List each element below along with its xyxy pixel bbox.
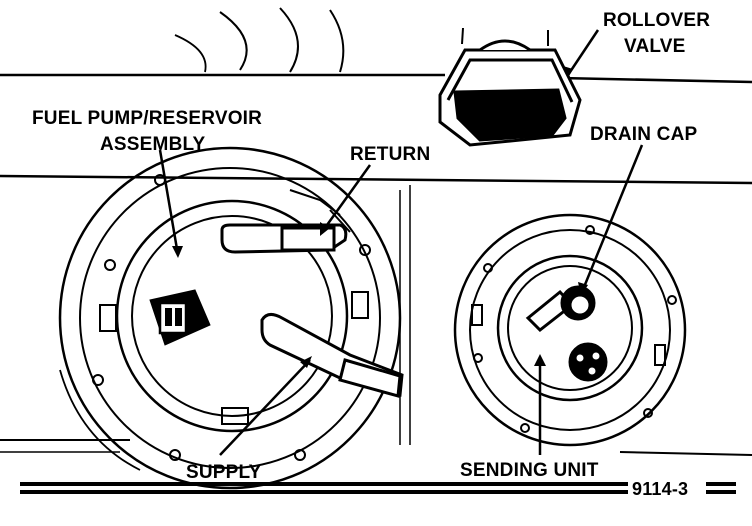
label-fuel-pump-line1: FUEL PUMP/RESERVOIR [32, 108, 262, 129]
label-rollover-valve-line2: VALVE [624, 36, 686, 57]
drain-cap [525, 285, 596, 332]
tank-outline [0, 7, 752, 456]
label-fuel-pump-line2: ASSEMBLY [100, 134, 206, 155]
return-line [220, 223, 348, 254]
figure-rule [20, 482, 736, 494]
label-sending-unit: SENDING UNIT [460, 460, 599, 481]
figure-number: 9114-3 [632, 479, 688, 499]
label-rollover-valve-line1: ROLLOVER [603, 10, 710, 31]
sending-unit-terminals [568, 342, 608, 382]
fuel-pump-reservoir-assembly [58, 146, 402, 490]
label-supply: SUPPLY [186, 462, 262, 483]
label-return: RETURN [350, 144, 430, 165]
sending-unit [453, 213, 687, 447]
leader-arrowheads [172, 66, 588, 368]
supply-line [260, 313, 404, 398]
label-drain-cap: DRAIN CAP [590, 124, 697, 145]
leader-lines [158, 29, 644, 456]
rollover-valve [438, 27, 582, 147]
electrical-connector [149, 289, 211, 346]
